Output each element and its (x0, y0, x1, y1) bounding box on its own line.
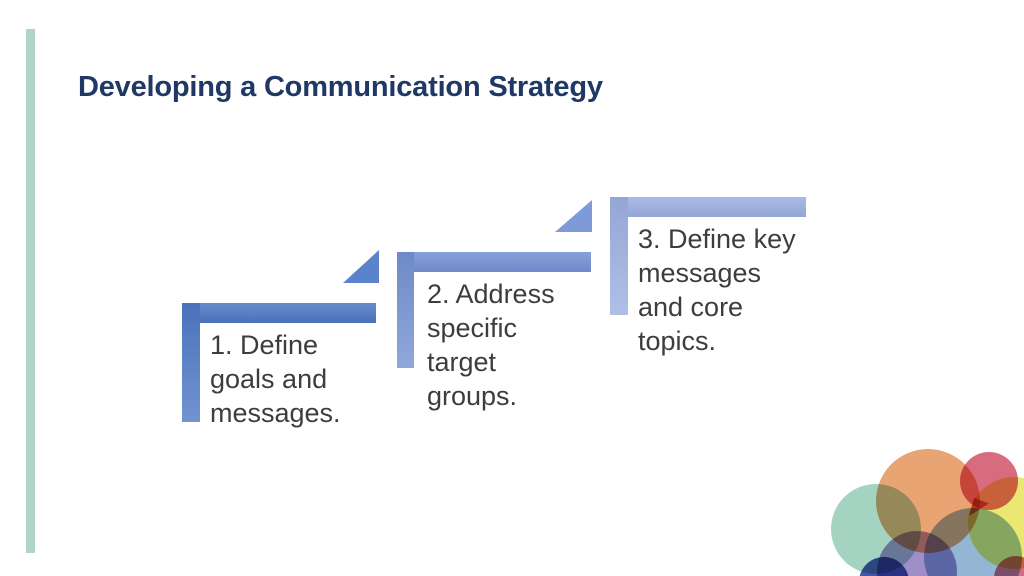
step-3-line-4: topics. (638, 326, 717, 356)
step-1-line-2: goals and (210, 364, 328, 394)
step-3-line-2: messages (638, 258, 762, 288)
step-2-label: 2. Address specific target groups. (427, 277, 555, 413)
step-1-bracket-top (182, 303, 376, 323)
step-3-label: 3. Define key messages and core topics. (638, 222, 796, 358)
speech-bubble-navy (859, 557, 909, 576)
slide-title: Developing a Communication Strategy (78, 71, 603, 103)
left-accent-bar (26, 29, 35, 553)
step-2-line-3: target (427, 347, 497, 377)
step-3-line-1: 3. Define key (638, 224, 796, 254)
step-2-bracket-top (397, 252, 591, 272)
speech-bubble-red-small (994, 556, 1024, 576)
step-1-line-3: messages. (210, 398, 341, 428)
step-2-line-1: 2. Address (427, 279, 555, 309)
step-2-bracket-side (397, 252, 414, 368)
step-1-bracket-side (182, 303, 200, 422)
step-1-line-1: 1. Define (210, 330, 319, 360)
step-3-line-3: and core (638, 292, 744, 322)
step-2-line-2: specific (427, 313, 518, 343)
step-3-bracket-side (610, 197, 628, 315)
step-1-label: 1. Define goals and messages. (210, 328, 341, 430)
step-2-up-arrow-triangle (555, 200, 592, 232)
step-1-up-arrow-triangle (343, 250, 379, 283)
step-3-bracket-top (610, 197, 806, 217)
step-2-line-4: groups. (427, 381, 518, 411)
